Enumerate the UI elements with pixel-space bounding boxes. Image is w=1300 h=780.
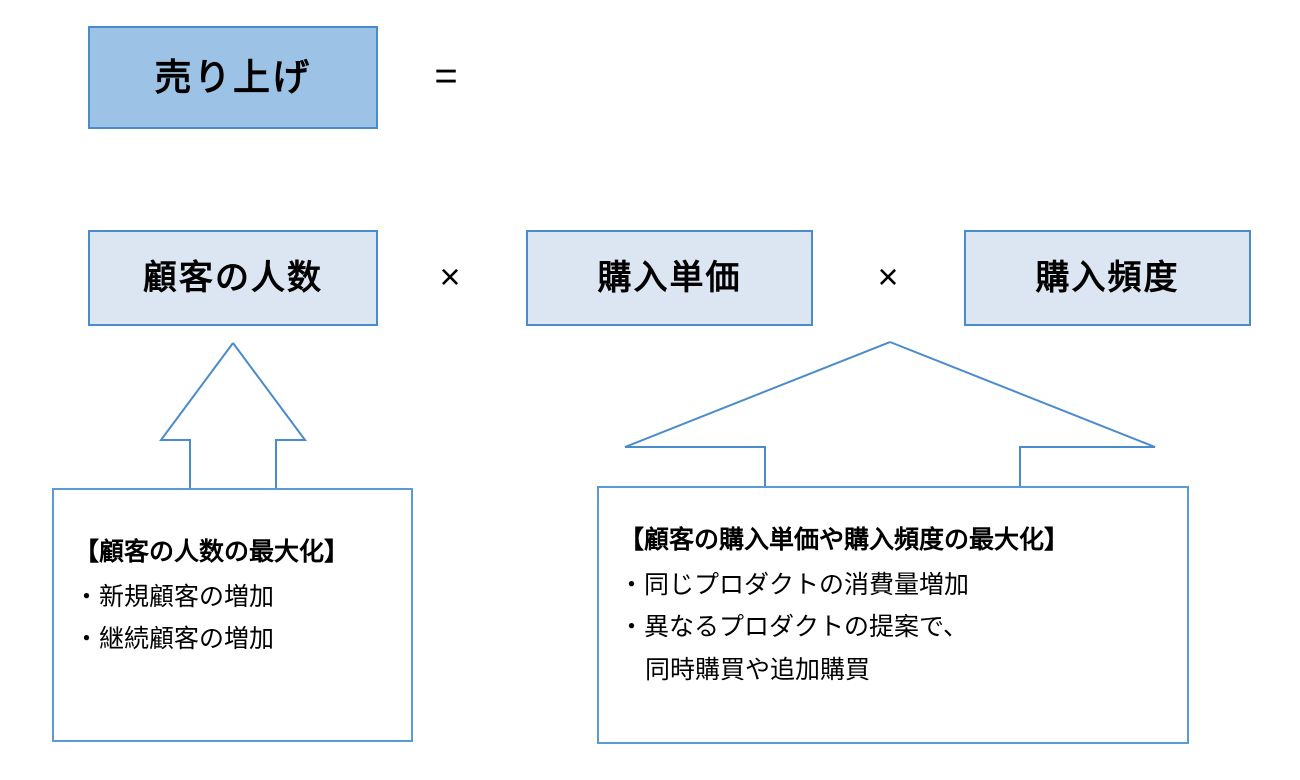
factor-box-customers[interactable]: 顧客の人数 [88, 230, 378, 326]
detail-panel-customers[interactable]: 【顧客の人数の最大化】 ・新規顧客の増加 ・継続顧客の増加 [52, 488, 413, 742]
detail-panel-customers-line-1: ・新規顧客の増加 [74, 582, 275, 611]
times-operator-1: × [420, 256, 480, 298]
detail-panel-customers-heading: 【顧客の人数の最大化】 [74, 538, 350, 566]
detail-panel-customers-line-2: ・継続顧客の増加 [74, 625, 275, 653]
sales-box[interactable]: 売り上げ [88, 26, 378, 129]
detail-panel-customers-content: 【顧客の人数の最大化】 ・新規顧客の増加 ・継続顧客の増加 [54, 538, 411, 667]
factor-box-purchase-frequency[interactable]: 購入頻度 [964, 230, 1251, 326]
factor-box-purchase-frequency-label: 購入頻度 [1035, 259, 1180, 297]
arrow-to-customers-icon [159, 342, 307, 489]
equals-operator: = [416, 55, 476, 97]
times-symbol-2: × [877, 256, 899, 297]
detail-panel-unitprice-frequency-heading: 【顧客の購入単価や購入頻度の最大化】 [619, 526, 1070, 554]
times-operator-2: × [858, 256, 918, 298]
detail-panel-unitprice-frequency-line-2: ・異なるプロダクトの提案で、 [619, 613, 969, 641]
factor-box-unit-price-label: 購入単価 [597, 259, 742, 297]
detail-panel-unitprice-frequency-line-1: ・同じプロダクトの消費量増加 [619, 570, 970, 599]
factor-box-unit-price[interactable]: 購入単価 [526, 230, 813, 326]
sales-box-label: 売り上げ [154, 57, 312, 98]
arrow-to-unitprice-frequency-icon [624, 341, 1156, 487]
detail-panel-unitprice-frequency-content: 【顧客の購入単価や購入頻度の最大化】 ・同じプロダクトの消費量増加 ・異なるプロ… [599, 526, 1187, 697]
factor-box-customers-label: 顧客の人数 [142, 259, 324, 297]
times-symbol-1: × [439, 256, 461, 297]
detail-panel-unitprice-frequency-line-3: 同時購買や追加購買 [645, 655, 871, 684]
equals-symbol: = [434, 54, 458, 98]
detail-panel-unitprice-frequency[interactable]: 【顧客の購入単価や購入頻度の最大化】 ・同じプロダクトの消費量増加 ・異なるプロ… [597, 486, 1189, 744]
